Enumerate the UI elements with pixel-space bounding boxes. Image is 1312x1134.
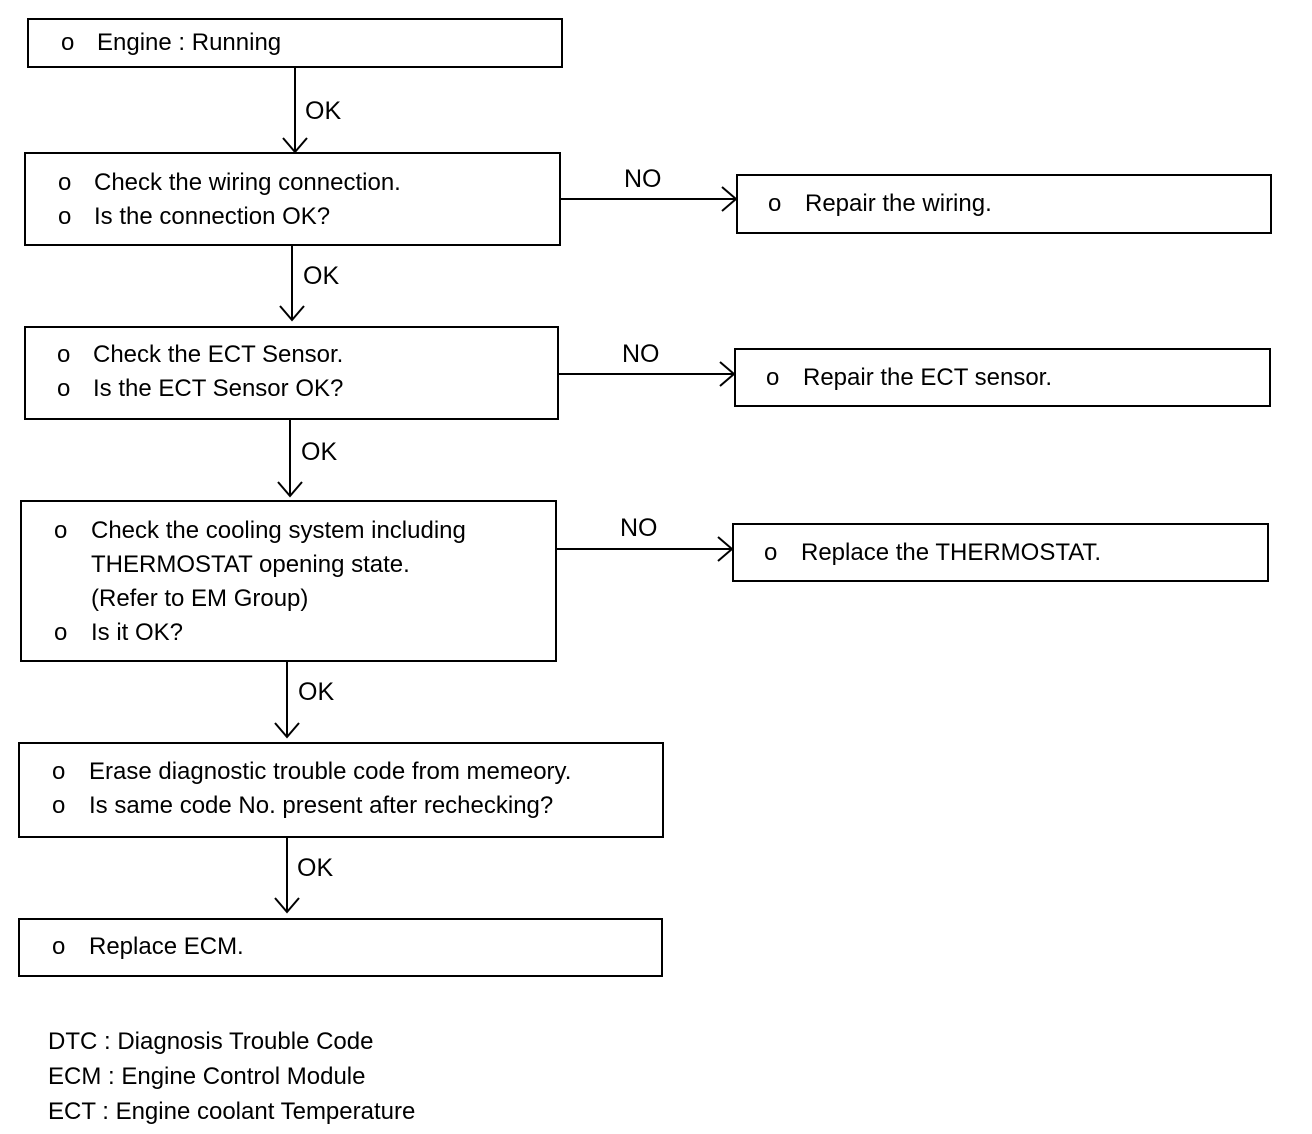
ok-label: OK xyxy=(297,854,334,882)
legend-item-dtc: DTC : Diagnosis Trouble Code xyxy=(48,1028,374,1055)
ok-label: OK xyxy=(301,438,338,466)
bullet: o xyxy=(58,203,72,230)
ok-label: OK xyxy=(303,262,340,290)
step-text: Check the cooling system including xyxy=(91,517,466,544)
step-text: Check the ECT Sensor. xyxy=(93,341,344,368)
action-repair-ect-sensor: o Repair the ECT sensor. xyxy=(734,348,1271,407)
step-text: Replace the THERMOSTAT. xyxy=(801,539,1102,566)
no-label: NO xyxy=(620,514,658,542)
step-text: Engine : Running xyxy=(97,29,282,56)
step-engine-running: o Engine : Running xyxy=(27,18,563,68)
step-text: Repair the ECT sensor. xyxy=(803,364,1053,391)
no-label: NO xyxy=(622,340,660,368)
step-text: Is the ECT Sensor OK? xyxy=(93,375,344,402)
arrow-cooling-to-erase xyxy=(274,662,300,739)
step-check-wiring: o Check the wiring connection. o Is the co… xyxy=(24,152,561,246)
step-text: Is it OK? xyxy=(91,619,184,646)
bullet: o xyxy=(54,517,68,544)
bullet: o xyxy=(764,539,778,566)
action-repair-wiring: o Repair the wiring. xyxy=(736,174,1272,234)
bullet: o xyxy=(766,364,780,391)
ok-label: OK xyxy=(305,97,342,125)
step-check-cooling-system: o Check the cooling system including THER… xyxy=(20,500,557,662)
step-text: Repair the wiring. xyxy=(805,190,992,217)
bullet: o xyxy=(57,341,71,368)
step-text: THERMOSTAT opening state. xyxy=(91,551,410,578)
step-text: Is the connection OK? xyxy=(94,203,331,230)
ok-label: OK xyxy=(298,678,335,706)
arrow-engine-to-wiring xyxy=(282,68,308,154)
action-replace-ecm: o Replace ECM. xyxy=(18,918,663,977)
action-replace-thermostat: o Replace the THERMOSTAT. xyxy=(732,523,1269,582)
step-text: Replace ECM. xyxy=(89,933,244,960)
step-text: (Refer to EM Group) xyxy=(91,585,309,612)
bullet: o xyxy=(54,619,68,646)
legend-item-ect: ECT : Engine coolant Temperature xyxy=(48,1098,416,1125)
no-label: NO xyxy=(624,165,662,193)
bullet: o xyxy=(61,29,75,56)
bullet: o xyxy=(52,792,66,819)
step-text: Is same code No. present after recheckin… xyxy=(89,792,554,819)
arrow-ect-to-cooling xyxy=(277,420,303,498)
bullet: o xyxy=(768,190,782,217)
arrow-wiring-to-ect xyxy=(279,246,305,322)
arrow-erase-to-ecm xyxy=(274,838,300,914)
step-erase-dtc: o Erase diagnostic trouble code from meme… xyxy=(18,742,664,838)
step-text: Check the wiring connection. xyxy=(94,169,401,196)
step-check-ect-sensor: o Check the ECT Sensor. o Is the ECT Senso… xyxy=(24,326,559,420)
bullet: o xyxy=(58,169,72,196)
abbreviation-legend: DTC : Diagnosis Trouble Code ECM : Engin… xyxy=(48,1024,415,1129)
bullet: o xyxy=(52,933,66,960)
step-text: Erase diagnostic trouble code from memeo… xyxy=(89,758,572,785)
bullet: o xyxy=(52,758,66,785)
bullet: o xyxy=(57,375,71,402)
legend-item-ecm: ECM : Engine Control Module xyxy=(48,1063,366,1090)
